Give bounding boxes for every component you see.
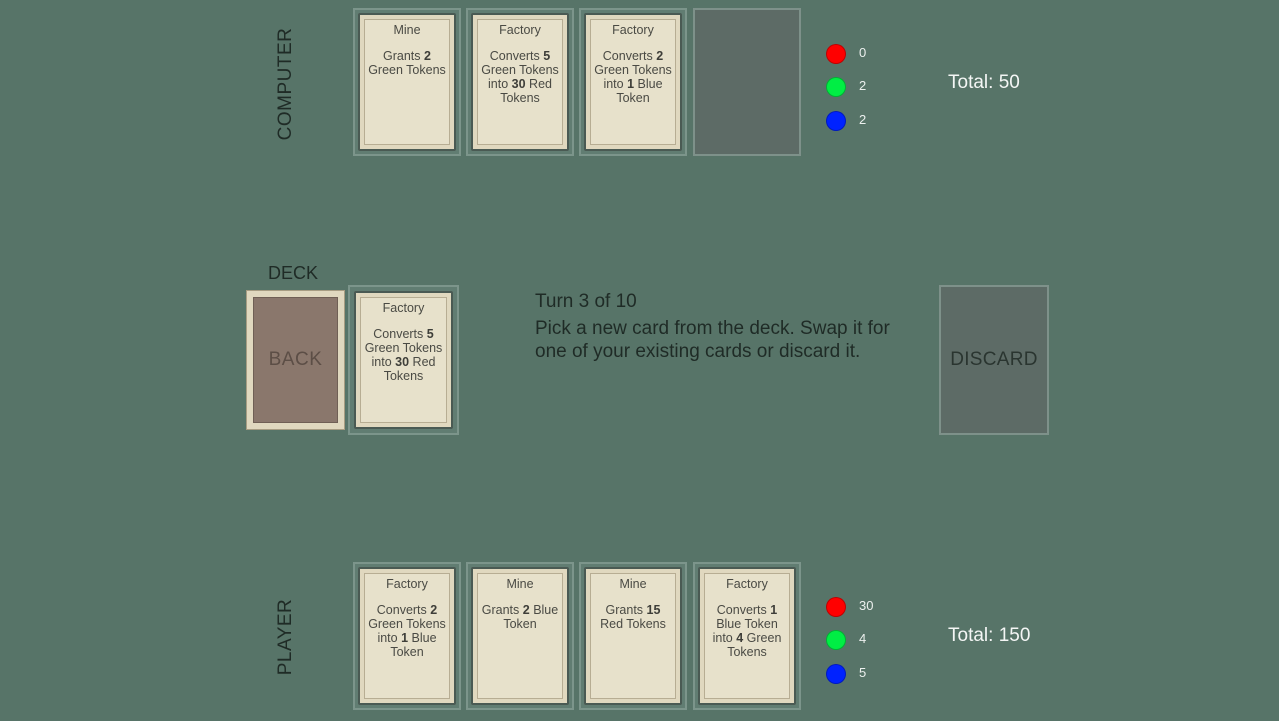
card-title: Mine bbox=[619, 577, 647, 591]
deck-label: DECK bbox=[268, 263, 319, 283]
computer-card-slot-1[interactable]: Mine Grants 2 Green Tokens bbox=[353, 8, 461, 156]
green-token-count: 2 bbox=[859, 78, 867, 93]
blue-token-icon bbox=[826, 664, 846, 684]
card[interactable]: Factory Converts 1 Blue Token into 4 Gre… bbox=[698, 567, 796, 705]
card-title: Factory bbox=[612, 23, 654, 37]
green-token-icon bbox=[826, 630, 846, 650]
blue-token-count: 2 bbox=[859, 112, 867, 127]
card-title: Factory bbox=[499, 23, 541, 37]
card[interactable]: Factory Converts 2 Green Tokens into 1 B… bbox=[358, 567, 456, 705]
card-description: Converts 2 Green Tokens into 1 Blue Toke… bbox=[594, 49, 672, 105]
drawn-card-slot[interactable]: Factory Converts 5 Green Tokens into 30 … bbox=[348, 285, 459, 435]
computer-card-slot-3[interactable]: Factory Converts 2 Green Tokens into 1 B… bbox=[579, 8, 687, 156]
red-token-icon bbox=[826, 597, 846, 617]
card-description: Grants 2 Green Tokens bbox=[368, 49, 446, 77]
turn-instructions: Pick a new card from the deck. Swap it f… bbox=[535, 318, 890, 362]
player-card-slot-1[interactable]: Factory Converts 2 Green Tokens into 1 B… bbox=[353, 562, 461, 710]
player-label: PLAYER bbox=[275, 598, 296, 676]
player-total: Total: 150 bbox=[948, 625, 1031, 646]
turn-status: Turn 3 of 10 Pick a new card from the de… bbox=[535, 290, 925, 363]
blue-token-count: 5 bbox=[859, 665, 867, 680]
card-description: Converts 1 Blue Token into 4 Green Token… bbox=[712, 603, 782, 659]
card-back-label: BACK bbox=[268, 349, 323, 370]
card-description: Grants 2 Blue Token bbox=[481, 603, 559, 631]
discard-pile[interactable]: DISCARD bbox=[939, 285, 1049, 435]
card[interactable]: Factory Converts 5 Green Tokens into 30 … bbox=[471, 13, 569, 151]
card[interactable]: Mine Grants 2 Blue Token bbox=[471, 567, 569, 705]
card-description: Converts 2 Green Tokens into 1 Blue Toke… bbox=[368, 603, 446, 659]
red-token-count: 30 bbox=[859, 598, 874, 613]
computer-label: COMPUTER bbox=[275, 27, 296, 141]
card-title: Factory bbox=[386, 577, 428, 591]
card-description: Grants 15 Red Tokens bbox=[600, 603, 666, 631]
card[interactable]: Factory Converts 2 Green Tokens into 1 B… bbox=[584, 13, 682, 151]
red-token-count: 0 bbox=[859, 45, 867, 60]
card[interactable]: Mine Grants 2 Green Tokens bbox=[358, 13, 456, 151]
player-card-slot-2[interactable]: Mine Grants 2 Blue Token bbox=[466, 562, 574, 710]
player-card-slot-4[interactable]: Factory Converts 1 Blue Token into 4 Gre… bbox=[693, 562, 801, 710]
discard-label: DISCARD bbox=[950, 349, 1038, 370]
turn-counter: Turn 3 of 10 bbox=[535, 291, 637, 312]
card-title: Factory bbox=[382, 301, 425, 315]
blue-token-icon bbox=[826, 111, 846, 131]
green-token-icon bbox=[826, 77, 846, 97]
player-card-slot-3[interactable]: Mine Grants 15 Red Tokens bbox=[579, 562, 687, 710]
card-title: Factory bbox=[726, 577, 768, 591]
card-title: Mine bbox=[506, 577, 534, 591]
card-back: BACK bbox=[253, 297, 338, 423]
computer-total: Total: 50 bbox=[948, 72, 1020, 93]
red-token-icon bbox=[826, 44, 846, 64]
green-token-count: 4 bbox=[859, 631, 867, 646]
card-description: Converts 5 Green Tokens into 30 Red Toke… bbox=[481, 49, 559, 105]
card-description: Converts 5 Green Tokens into 30 Red Toke… bbox=[364, 327, 443, 383]
deck-pile[interactable]: BACK bbox=[246, 290, 345, 430]
card-title: Mine bbox=[393, 23, 421, 37]
drawn-card[interactable]: Factory Converts 5 Green Tokens into 30 … bbox=[354, 291, 453, 429]
computer-card-slot-2[interactable]: Factory Converts 5 Green Tokens into 30 … bbox=[466, 8, 574, 156]
computer-card-slot-4-empty[interactable] bbox=[693, 8, 801, 156]
card[interactable]: Mine Grants 15 Red Tokens bbox=[584, 567, 682, 705]
